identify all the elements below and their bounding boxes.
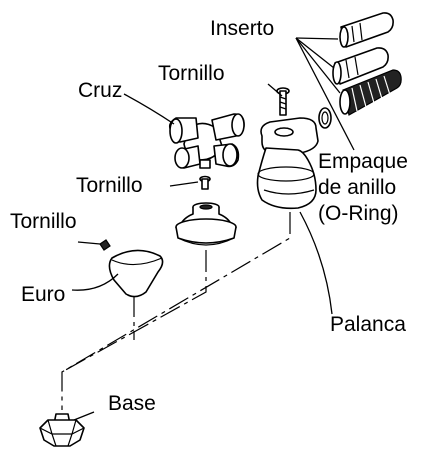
euro-handle (108, 249, 164, 298)
label-tornillo-left: Tornillo (10, 210, 77, 233)
insert-top (339, 12, 394, 48)
screw-top (276, 87, 290, 116)
label-inserto: Inserto (210, 17, 274, 40)
label-euro: Euro (21, 283, 65, 306)
label-palanca: Palanca (330, 313, 406, 336)
label-base: Base (108, 392, 156, 415)
leader-lines (71, 37, 355, 421)
screw-small (99, 239, 111, 251)
lever-handle (256, 117, 319, 210)
label-tornillo-top: Tornillo (158, 62, 225, 85)
labels: Inserto Cruz Tornillo Tornillo Tornillo … (10, 17, 408, 415)
label-cruz: Cruz (78, 79, 122, 102)
label-empaque-line3: (O-Ring) (318, 202, 399, 225)
base-part (39, 413, 85, 447)
insert-middle (332, 47, 389, 85)
cross-handle (168, 113, 245, 169)
label-empaque-line1: Empaque (318, 150, 408, 173)
assembly-dashed-lines (61, 212, 291, 410)
screw-middle (199, 175, 211, 190)
insert-bottom-ribbed (339, 69, 402, 116)
bonnet-part (175, 202, 237, 246)
label-tornillo-middle: Tornillo (76, 174, 143, 197)
label-empaque-line2: de anillo (318, 176, 396, 199)
o-ring (318, 107, 332, 129)
